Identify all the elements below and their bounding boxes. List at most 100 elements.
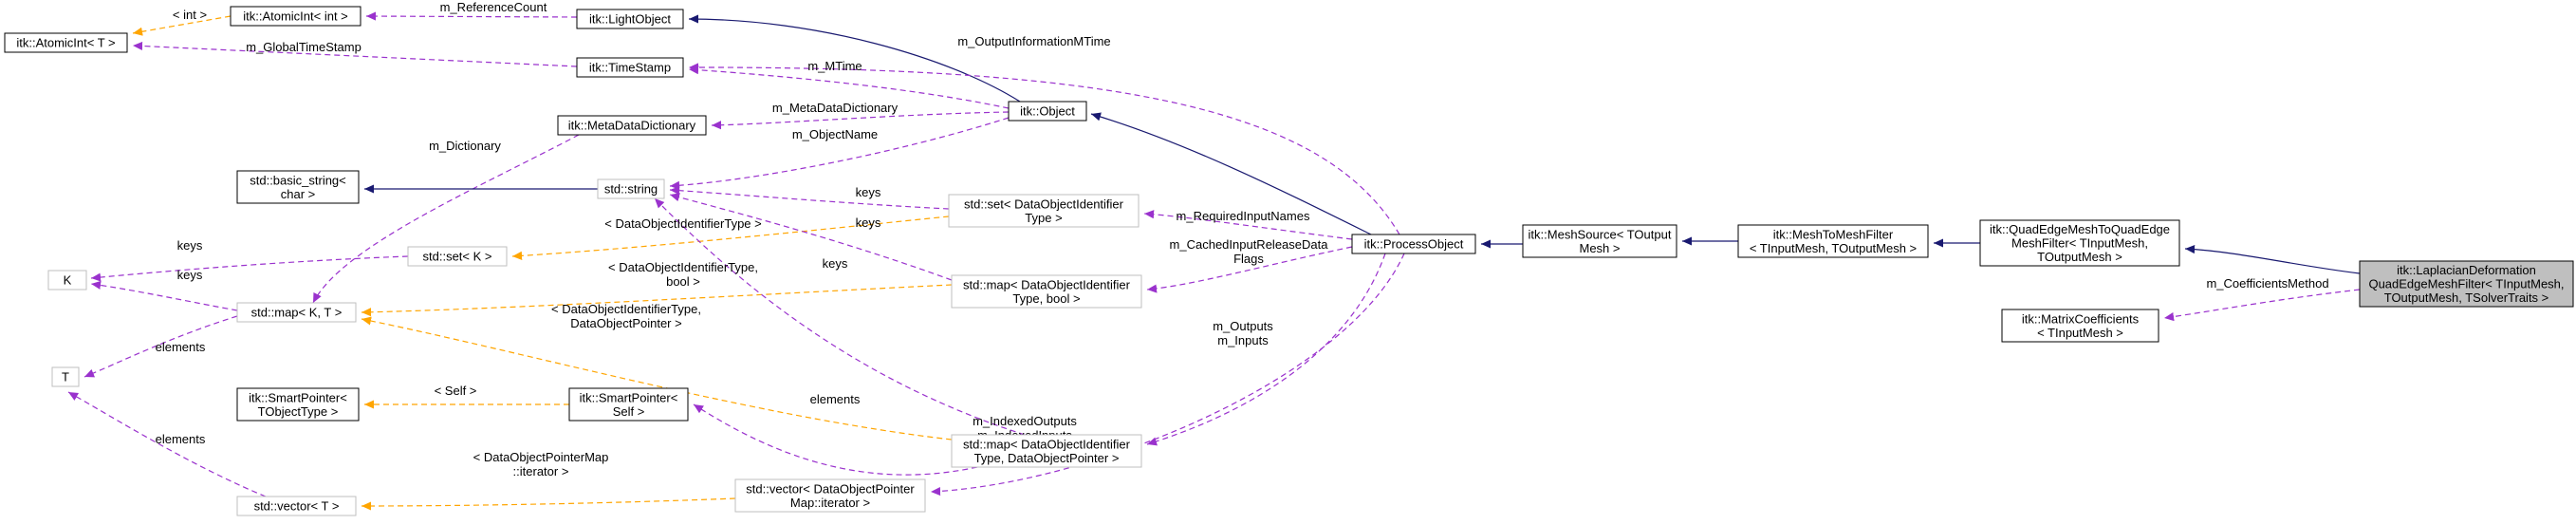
edge-label-line: m_MTime	[807, 59, 862, 73]
edge-label-line: m_ReferenceCount	[440, 0, 547, 14]
edge-label-map-bool-tmpl: < DataObjectIdentifierType,bool >	[608, 260, 758, 289]
node-label-line: itk::MeshSource< TOutput	[1529, 227, 1672, 241]
node-box	[576, 57, 684, 78]
node-label-line: itk::Object	[1020, 104, 1075, 119]
edge-label-line: m_IndexedOutputs	[973, 414, 1077, 428]
edge-label-line: m_Outputs	[1213, 319, 1273, 333]
node-label-line: K	[64, 273, 72, 288]
edge-label-keys-set-string: keys	[856, 185, 881, 199]
edge-label-metadata-dictionary: m_MetaDataDictionary	[772, 101, 899, 115]
node-meshsource[interactable]: itk::MeshSource< TOutputMesh >	[1522, 224, 1677, 258]
node-vector-dop: std::vector< DataObjectPointerMap::itera…	[734, 478, 926, 513]
edge-reference-count	[365, 11, 578, 21]
node-box	[236, 387, 360, 422]
edge-label-map-dop-tmpl: < DataObjectIdentifierType,DataObjectPoi…	[551, 302, 701, 330]
edge-output-info-mtime	[688, 63, 1400, 235]
node-box	[236, 496, 357, 516]
edge-label-line: < Self >	[435, 384, 477, 398]
edge-label-elements-vector-t: elements	[156, 432, 206, 446]
edge-label-line: keys	[177, 238, 203, 253]
node-atomicint-int[interactable]: itk::AtomicInt< int >	[230, 6, 361, 27]
node-label-line: MeshFilter< TInputMesh,	[2011, 236, 2148, 251]
edge-label-line: m_MetaDataDictionary	[772, 101, 899, 115]
edge-label-line: keys	[856, 216, 881, 230]
node-label-line: itk::ProcessObject	[1364, 237, 1464, 252]
edge-elements-map-t	[83, 315, 238, 378]
edge-set-k-tmpl	[511, 216, 950, 260]
edge-label-line: elements	[156, 340, 206, 354]
node-label-line: std::map< DataObjectIdentifier	[963, 277, 1131, 291]
edge-label-line: < DataObjectIdentifierType,	[551, 302, 701, 316]
node-smartpointer-self[interactable]: itk::SmartPointer<Self >	[568, 387, 689, 422]
edge-label-line: elements	[810, 392, 861, 406]
node-label-line: itk::LightObject	[589, 12, 671, 27]
node-processobject[interactable]: itk::ProcessObject	[1351, 234, 1476, 254]
edge-label-keys-map-kt: keys	[177, 268, 203, 282]
node-timestamp[interactable]: itk::TimeStamp	[576, 57, 684, 78]
edge-label-required-input-names: m_RequiredInputNames	[1177, 209, 1310, 223]
edge-label-line: m_Dictionary	[429, 139, 501, 153]
node-metadatadictionary[interactable]: itk::MetaDataDictionary	[557, 115, 707, 136]
node-label-line: Type >	[1025, 211, 1062, 225]
node-box	[951, 434, 1142, 468]
edge-keys-set-string	[669, 186, 950, 210]
node-label-line: std::set< DataObjectIdentifier	[964, 197, 1124, 211]
edge-int	[132, 15, 232, 36]
edge-global-timestamp	[132, 41, 578, 67]
edge-indexed	[930, 253, 1405, 497]
node-label-line: itk::QuadEdgeMeshToQuadEdge	[1990, 222, 2170, 236]
node-smartpointer-tobj[interactable]: itk::SmartPointer<TObjectType >	[236, 387, 360, 422]
node-laplacian[interactable]: itk::LaplacianDeformationQuadEdgeMeshFil…	[2359, 260, 2574, 308]
node-basic-string[interactable]: std::basic_string<char >	[236, 170, 360, 204]
node-box	[407, 246, 508, 267]
node-label-line: char >	[281, 187, 316, 201]
edge-label-line: m_OutputInformationMTime	[957, 34, 1110, 48]
node-object[interactable]: itk::Object	[1008, 101, 1087, 122]
edge-vector-tmpl	[361, 497, 736, 511]
node-box	[1979, 219, 2180, 267]
node-map-doi-dop: std::map< DataObjectIdentifierType, Data…	[951, 434, 1142, 468]
edge-coefficients-method	[2163, 289, 2361, 322]
node-label-line: < TInputMesh >	[2037, 326, 2123, 340]
node-box	[557, 115, 707, 136]
edge-label-mtime: m_MTime	[807, 59, 862, 73]
node-label-line: TObjectType >	[258, 404, 339, 419]
edge-label-line: bool >	[666, 274, 700, 289]
node-box	[2001, 309, 2159, 343]
node-matrixcoefficients[interactable]: itk::MatrixCoefficients< TInputMesh >	[2001, 309, 2159, 343]
edge-label-line: < DataObjectIdentifierType,	[608, 260, 758, 274]
edge-label-line: keys	[856, 185, 881, 199]
node-box	[1008, 101, 1087, 122]
node-label-line: Map::iterator >	[790, 496, 870, 510]
edge-label-line: m_CoefficientsMethod	[2206, 276, 2328, 291]
edge-label-reference-count: m_ReferenceCount	[440, 0, 547, 14]
node-label-line: std::set< K >	[423, 250, 492, 264]
edge-mtime	[688, 66, 1010, 109]
node-box	[568, 387, 689, 422]
edge-label-line: m_ObjectName	[792, 127, 878, 141]
edge-label-line: m_GlobalTimeStamp	[246, 40, 361, 54]
node-label-line: std::vector< DataObjectPointer	[746, 481, 915, 496]
node-box	[1522, 224, 1677, 258]
edge-elements-map-sp	[693, 403, 978, 476]
edge-label-elements-map-sp: elements	[810, 392, 861, 406]
edge-metadata-dictionary	[711, 111, 1010, 130]
node-atomicint-t[interactable]: itk::AtomicInt< T >	[4, 32, 128, 53]
edge-label-elements-map-t: elements	[156, 340, 206, 354]
node-label-line: itk::AtomicInt< int >	[243, 9, 348, 24]
node-box	[948, 194, 1140, 228]
edge-label-line: m_Inputs	[1217, 333, 1269, 347]
node-t: T	[51, 366, 80, 387]
edge-map-dop-tmpl	[361, 316, 953, 441]
edge-label-self-tmpl: < Self >	[435, 384, 477, 398]
node-label-line: QuadEdgeMeshFilter< TInputMesh,	[2368, 277, 2564, 291]
node-box	[51, 366, 80, 387]
node-label-line: itk::SmartPointer<	[580, 390, 678, 404]
edge-label-object-name: m_ObjectName	[792, 127, 878, 141]
node-lightobject[interactable]: itk::LightObject	[576, 9, 684, 29]
node-meshtomeshfilter[interactable]: itk::MeshToMeshFilter< TInputMesh, TOutp…	[1737, 224, 1929, 258]
